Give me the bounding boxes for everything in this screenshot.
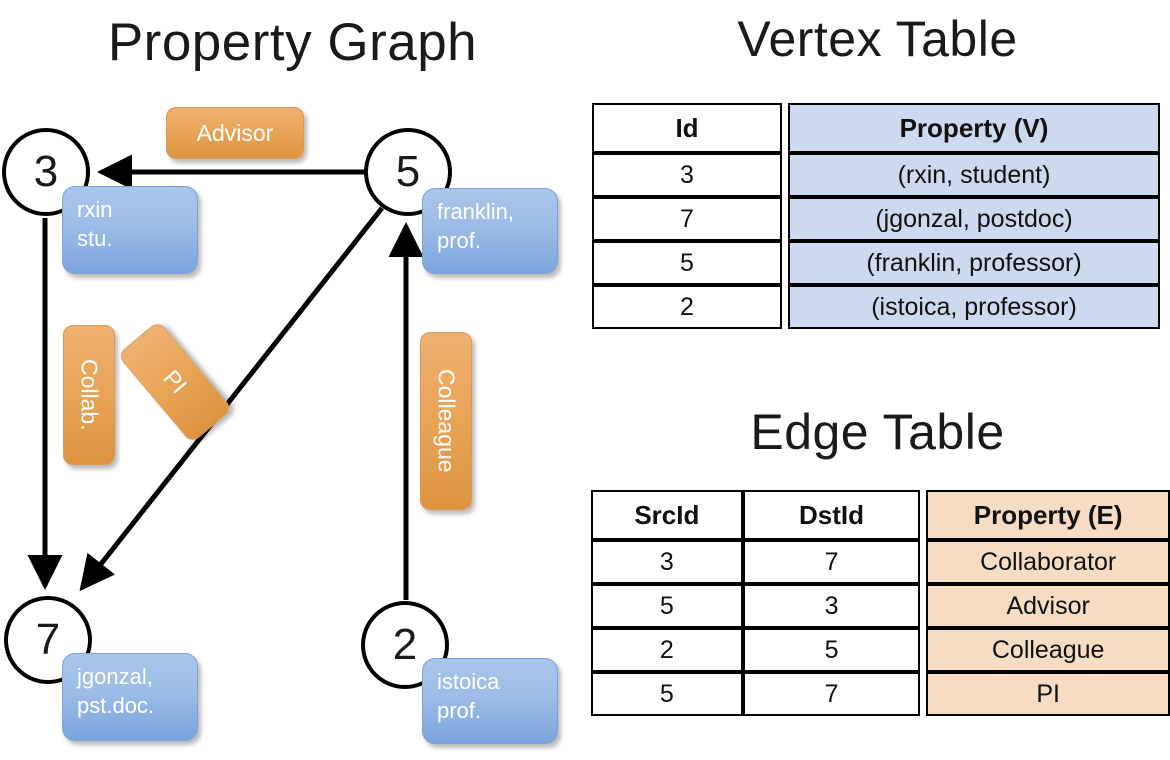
table-row[interactable]: 3 7 Collaborator — [591, 540, 1170, 584]
vertex-node-5-label: 5 — [395, 147, 421, 196]
vertex-table-cell-property: (rxin, student) — [788, 153, 1160, 197]
vertex-property-bubble-7-line2: pst.doc. — [77, 693, 155, 719]
edge-table-cell-srcid: 5 — [591, 584, 743, 628]
edge-table-cell-property: Collaborator — [926, 540, 1170, 584]
vertex-property-bubble-3: rxin stu. — [62, 186, 198, 274]
table-row[interactable]: 5 (franklin, professor) — [592, 241, 1160, 285]
edge-label-advisor-text: Advisor — [196, 119, 274, 146]
vertex-property-bubble-3-line2: stu. — [77, 226, 113, 252]
edge-table-cell-property: Advisor — [926, 584, 1170, 628]
vertex-property-bubble-2: istoica prof. — [422, 658, 558, 744]
vertex-table-cell-id: 7 — [592, 197, 782, 241]
edge-table-cell-srcid: 2 — [591, 628, 743, 672]
vertex-table-header-property: Property (V) — [788, 103, 1160, 153]
edge-table-header-property: Property (E) — [926, 490, 1170, 540]
edge-table-cell-dstid: 7 — [742, 672, 921, 716]
vertex-table-cell-id: 3 — [592, 153, 782, 197]
vertex-property-bubble-2-line1: istoica — [437, 669, 500, 694]
graph-edge-arrows — [27, 154, 424, 600]
edge-label-collab: Collab. — [63, 325, 115, 465]
vertex-node-3-label: 3 — [33, 147, 59, 196]
edge-table-cell-dstid: 3 — [742, 584, 921, 628]
vertex-property-bubble-7-line1: jgonzal, — [77, 664, 153, 689]
table-row[interactable]: 3 (rxin, student) — [592, 153, 1160, 197]
edge-label-colleague-text: Colleague — [433, 369, 460, 473]
vertex-property-bubble-5: franklin, prof. — [422, 188, 558, 274]
edge-table-header-srcid: SrcId — [591, 490, 743, 540]
edge-table-cell-srcid: 5 — [591, 672, 743, 716]
table-row[interactable]: 2 5 Colleague — [591, 628, 1170, 672]
edge-table-cell-srcid: 3 — [591, 540, 743, 584]
table-row[interactable]: 5 3 Advisor — [591, 584, 1170, 628]
vertex-table: Id Property (V) 3 (rxin, student) 7 (jgo… — [592, 103, 1160, 329]
edge-arrow-pi-5-to-7 — [79, 206, 384, 592]
vertex-property-bubble-5-line2: prof. — [437, 228, 482, 254]
vertex-table-header-row: Id Property (V) — [592, 103, 1160, 153]
page-title-edge-table: Edge Table — [750, 404, 1005, 460]
edge-table-cell-dstid: 7 — [742, 540, 921, 584]
edge-table: SrcId DstId Property (E) 3 7 Collaborato… — [591, 490, 1170, 716]
property-graph-diagram: 3 5 7 2 rxin stu. franklin, prof. jgonza… — [2, 107, 558, 744]
page-title-vertex-table: Vertex Table — [737, 11, 1018, 67]
vertex-table-cell-property: (istoica, professor) — [788, 285, 1160, 329]
edge-label-advisor: Advisor — [166, 107, 304, 159]
table-row[interactable]: 5 7 PI — [591, 672, 1170, 716]
edge-label-collab-text: Collab. — [76, 359, 103, 431]
edge-table-header-row: SrcId DstId Property (E) — [591, 490, 1170, 540]
edge-table-header-dstid: DstId — [742, 490, 921, 540]
table-row[interactable]: 2 (istoica, professor) — [592, 285, 1160, 329]
vertex-node-2[interactable]: 2 — [361, 601, 449, 689]
vertex-node-5[interactable]: 5 — [364, 128, 452, 216]
vertex-table-cell-property: (franklin, professor) — [788, 241, 1160, 285]
edge-label-colleague: Colleague — [420, 332, 472, 510]
vertex-table-cell-id: 5 — [592, 241, 782, 285]
edge-table-cell-dstid: 5 — [742, 628, 921, 672]
edge-table-cell-property: PI — [926, 672, 1170, 716]
vertex-property-bubble-5-line1: franklin, — [437, 199, 515, 224]
vertex-property-bubble-3-line1: rxin — [77, 197, 113, 222]
vertex-table-cell-property: (jgonzal, postdoc) — [788, 197, 1160, 241]
vertex-node-7-label: 7 — [35, 615, 61, 664]
vertex-property-bubble-2-line2: prof. — [437, 698, 482, 724]
edge-table-cell-property: Colleague — [926, 628, 1170, 672]
vertex-table-cell-id: 2 — [592, 285, 782, 329]
page-title-property-graph: Property Graph — [107, 13, 478, 72]
vertex-table-header-id: Id — [592, 103, 782, 153]
edge-label-pi-text: PI — [158, 364, 193, 399]
table-row[interactable]: 7 (jgonzal, postdoc) — [592, 197, 1160, 241]
vertex-property-bubble-7: jgonzal, pst.doc. — [62, 653, 198, 741]
vertex-node-2-label: 2 — [392, 620, 418, 669]
